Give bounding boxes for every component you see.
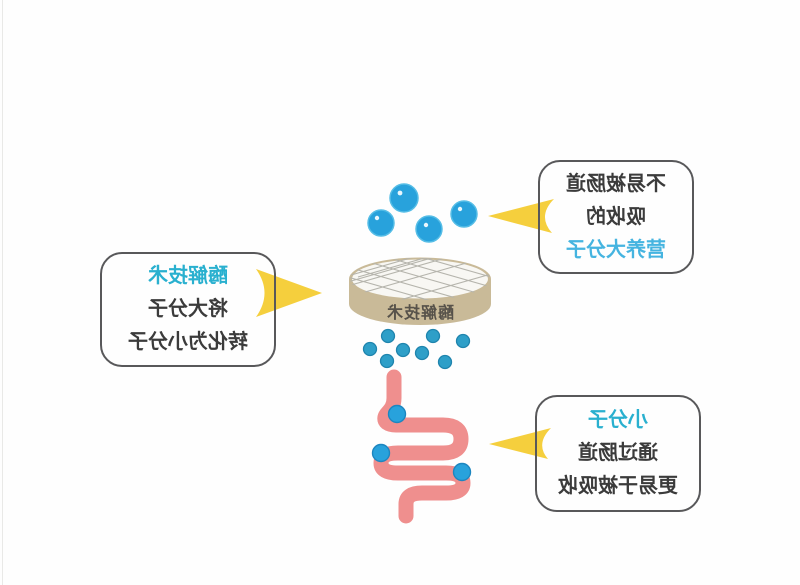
callout-small-molecules-line2: 通过肠道 bbox=[578, 442, 658, 464]
intestine-molecule-dots bbox=[371, 404, 472, 482]
small-molecules bbox=[362, 328, 471, 370]
callout-small-molecules-line3: 更易于被吸收 bbox=[558, 475, 678, 497]
callout-large-molecules-line2: 吸收的 bbox=[586, 205, 646, 228]
callout-enzyme-tech-line1: 酶解技术 bbox=[148, 265, 228, 287]
callout-small-molecules-line1: 小分子 bbox=[588, 409, 648, 431]
arrow-left-top-icon bbox=[488, 199, 554, 233]
callout-large-molecules-line1: 不易被肠道 bbox=[566, 172, 666, 195]
large-molecules bbox=[367, 183, 478, 243]
disk-label: 酶解技术 bbox=[386, 305, 455, 322]
callout-small-molecules: 小分子 通过肠道 更易于被吸收 bbox=[535, 395, 701, 512]
callout-large-molecules: 不易被肠道 吸收的 营养大分子 bbox=[538, 160, 694, 274]
enzyme-disk bbox=[349, 257, 491, 325]
callout-large-molecules-line3: 营养大分子 bbox=[566, 238, 666, 261]
left-edge-line bbox=[2, 0, 3, 585]
intestine bbox=[371, 369, 472, 524]
callout-enzyme-tech: 酶解技术 将大分子 转化为小分子 bbox=[100, 252, 276, 367]
callout-enzyme-tech-line2: 将大分子 bbox=[148, 298, 228, 320]
callout-enzyme-tech-line3: 转化为小分子 bbox=[128, 331, 248, 353]
arrow-right-icon bbox=[256, 269, 322, 317]
